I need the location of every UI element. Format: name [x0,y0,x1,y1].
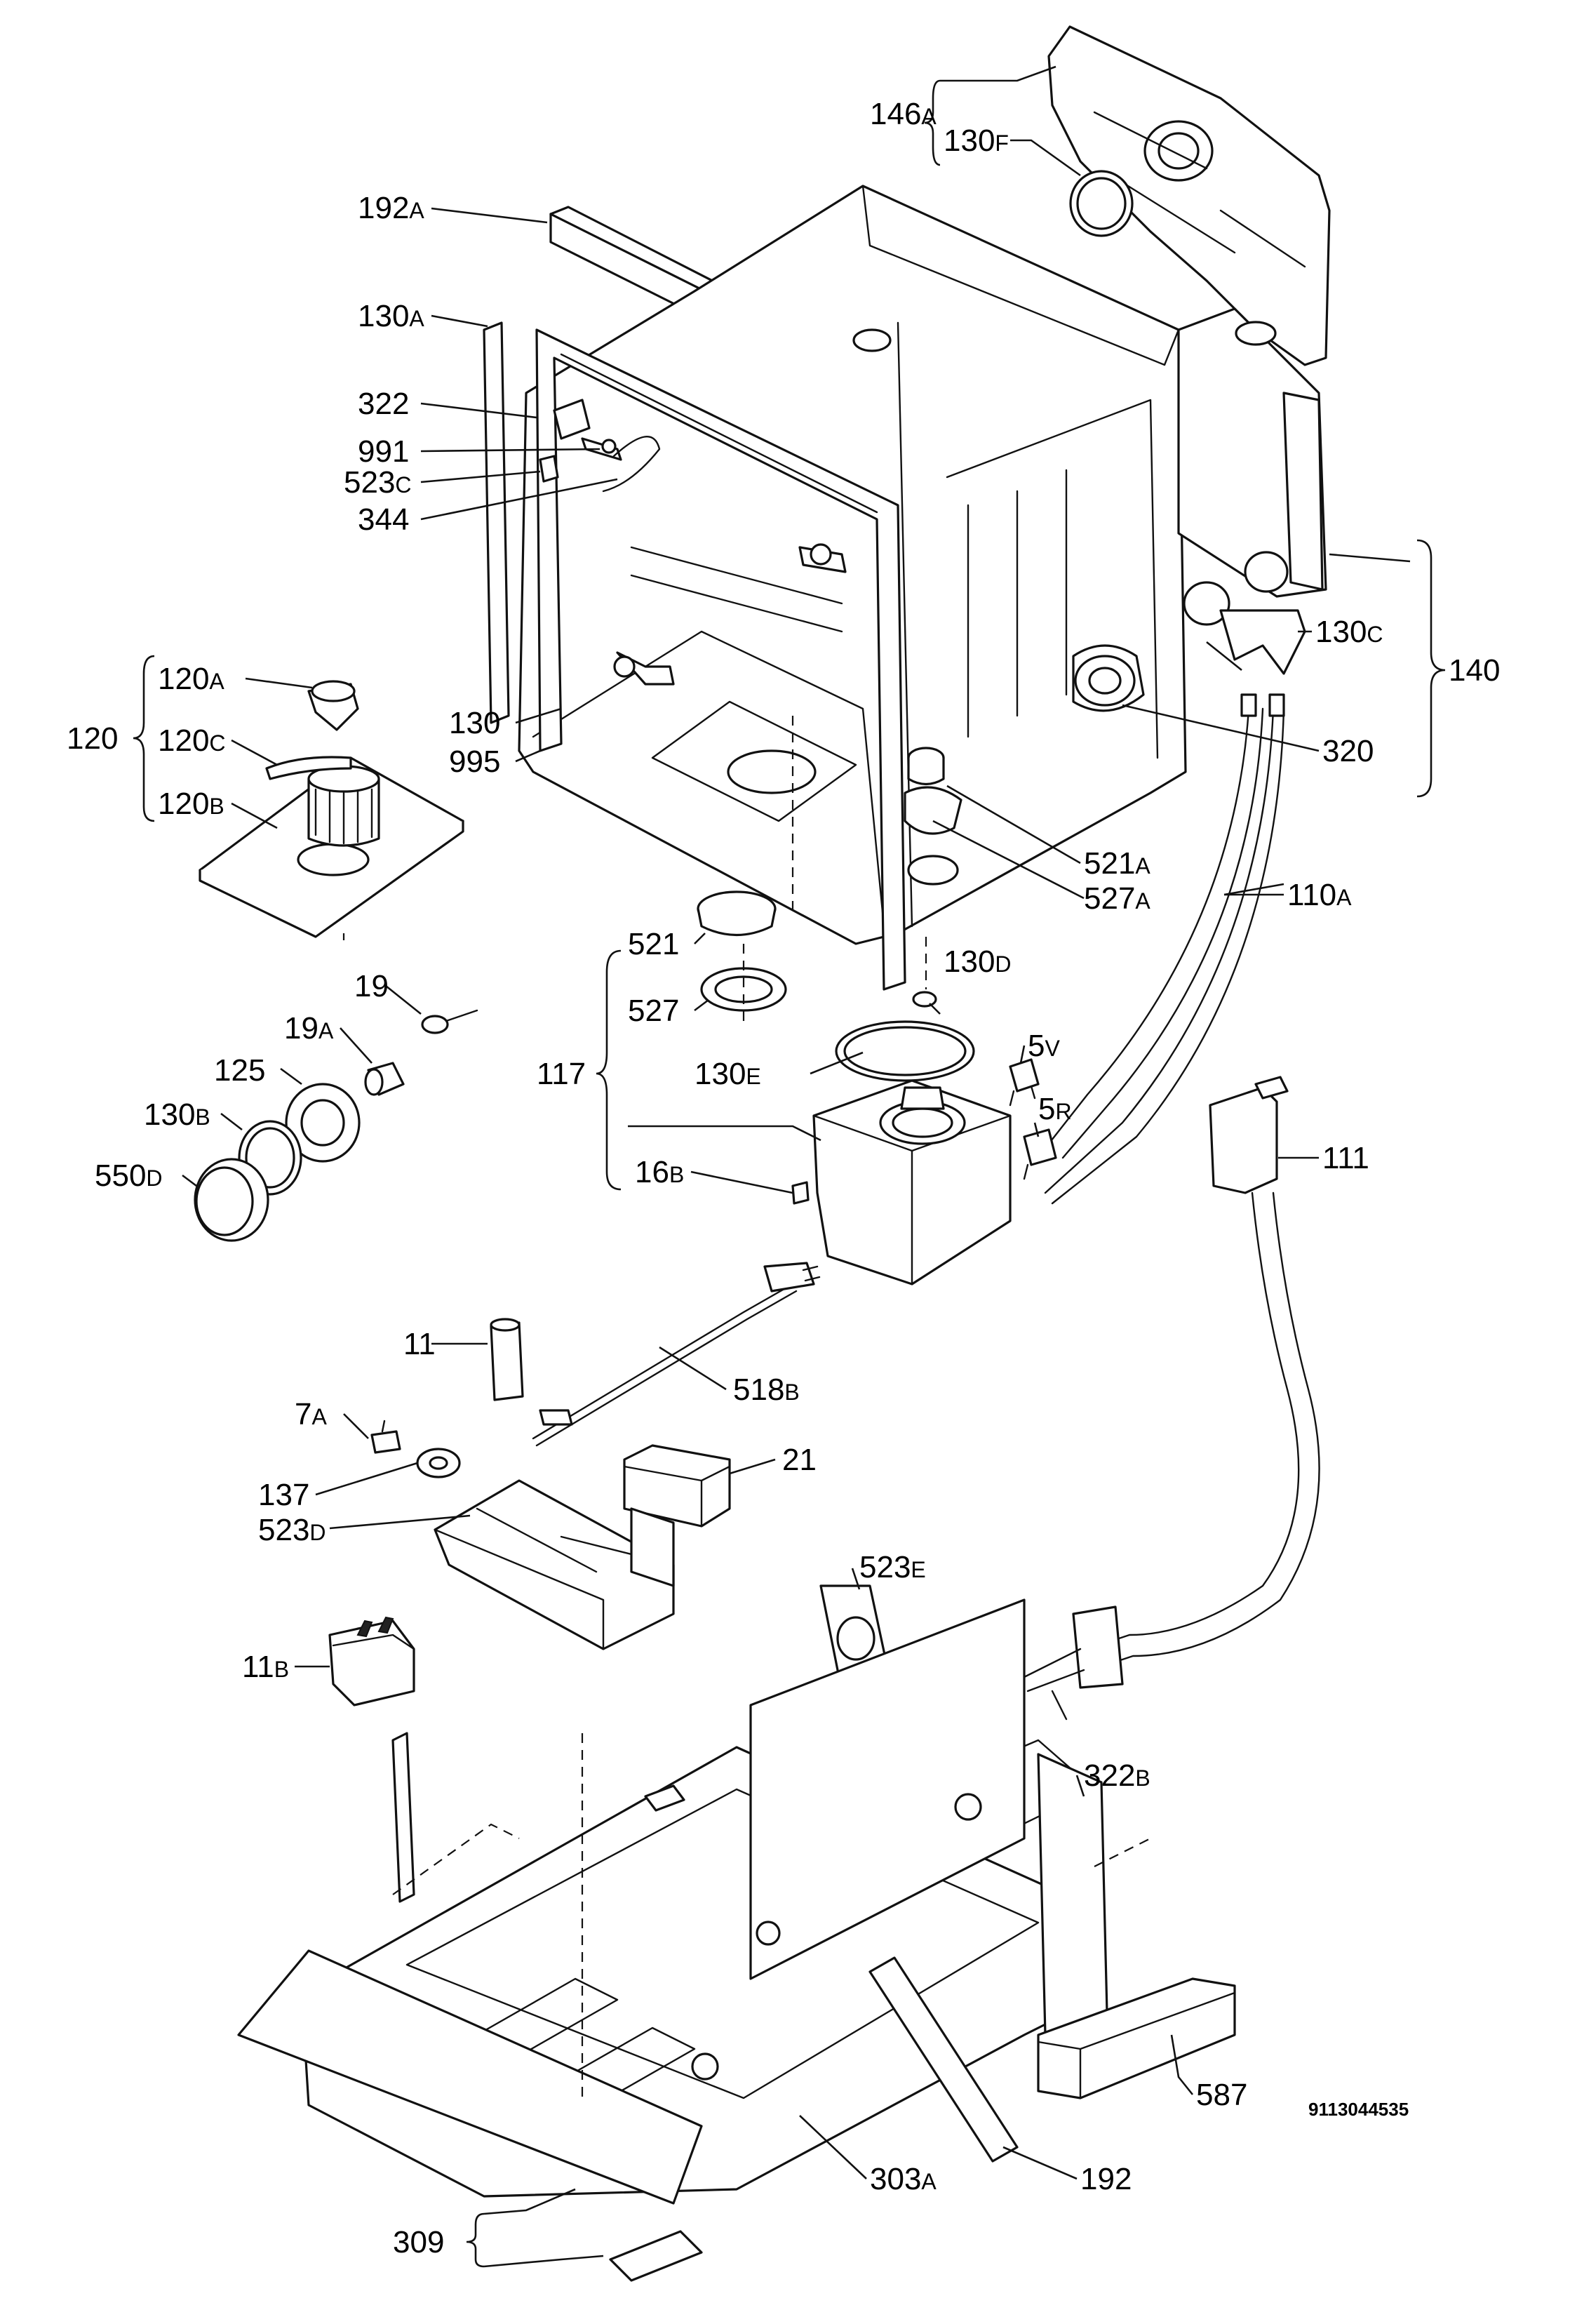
part-137-ferrite [416,1448,461,1478]
part-146a-rear-panel [1047,25,1331,366]
label-11: 11 [403,1327,436,1361]
label-130D: 130D [944,944,1012,979]
label-120C: 120C [158,723,226,758]
part-521a-cap [904,747,962,886]
label-130A: 130A [358,299,424,333]
part-labels: 146A 130F 192A 130A 322 991 523C 344 120… [67,97,1500,2259]
part-16b-clip [791,1181,810,1205]
part-130a-door-seal [483,321,906,991]
part-322-hinge [539,399,847,686]
label-19: 19 [354,969,389,1003]
label-111: 111 [1322,1141,1369,1175]
label-140: 140 [1449,653,1500,688]
part-21-transformer [623,1444,731,1587]
part-7a-switch [370,1420,401,1454]
label-110A: 110A [1287,878,1352,912]
label-5V: 5V [1028,1029,1060,1063]
label-521: 521 [628,927,679,961]
label-523C: 523C [344,465,412,500]
label-991: 991 [358,434,409,469]
label-322: 322 [358,387,409,421]
part-11-capacitor [490,1318,524,1401]
label-527: 527 [628,994,679,1028]
label-550D: 550D [95,1158,163,1193]
part-19-bulb [421,1009,478,1034]
part-521-salt-cap [697,890,787,1012]
part-11b-relay [328,1616,415,1707]
label-518B: 518B [733,1373,800,1407]
label-303A: 303A [870,2162,937,2196]
part-309-kickplate [237,1949,703,2282]
label-125: 125 [214,1053,265,1088]
label-192: 192 [1080,2162,1132,2196]
label-527A: 527A [1084,881,1150,916]
label-130C: 130C [1315,615,1383,649]
label-137: 137 [258,1478,309,1512]
part-130d-130e-seals [835,991,975,1082]
part-111-inlet-hose [1023,1076,1320,1721]
label-19A: 19A [284,1011,334,1046]
part-550d-knob [194,1158,269,1242]
label-7A: 7A [295,1397,327,1431]
part-120-filter [199,680,464,938]
label-322B: 322B [1084,1758,1150,1793]
label-130B: 130B [144,1097,210,1132]
part-125-knob-ring [285,1083,361,1163]
part-110a-hoses [1044,693,1285,1205]
part-587-cover [1037,1977,1236,2099]
assembly-centerlines [342,716,1151,2098]
label-995: 995 [449,744,500,779]
label-192A: 192A [358,191,424,225]
label-587: 587 [1196,2078,1247,2112]
document-reference-number: 9113044535 [1308,2099,1409,2120]
label-21: 21 [782,1443,817,1477]
leader-lines [133,65,1446,2268]
label-523D: 523D [258,1513,326,1547]
part-19a-lamp [364,1062,405,1096]
label-130F: 130F [944,123,1009,158]
part-130f-gasket [1069,170,1134,237]
part-518b-cable [532,1262,821,1447]
label-120B: 120B [158,787,224,821]
part-117-salt-container [812,1079,1012,1285]
part-tub [518,185,1187,945]
label-309: 309 [393,2225,444,2259]
label-320: 320 [1322,734,1374,768]
label-117: 117 [537,1057,586,1091]
label-521A: 521A [1084,846,1150,881]
label-120: 120 [67,721,118,756]
label-120A: 120A [158,662,224,696]
label-11B: 11B [242,1650,289,1684]
label-146A: 146A [870,97,937,131]
label-5R: 5R [1038,1092,1072,1126]
label-344: 344 [358,502,409,537]
label-130E: 130E [695,1057,761,1091]
part-192-insulation-strip [868,1956,1019,2163]
label-16B: 16B [635,1155,684,1189]
label-130: 130 [449,706,500,740]
part-5v-5r-valves [1009,1058,1057,1180]
part-140-regen-unit [1072,307,1327,712]
label-523E: 523E [859,1550,926,1584]
